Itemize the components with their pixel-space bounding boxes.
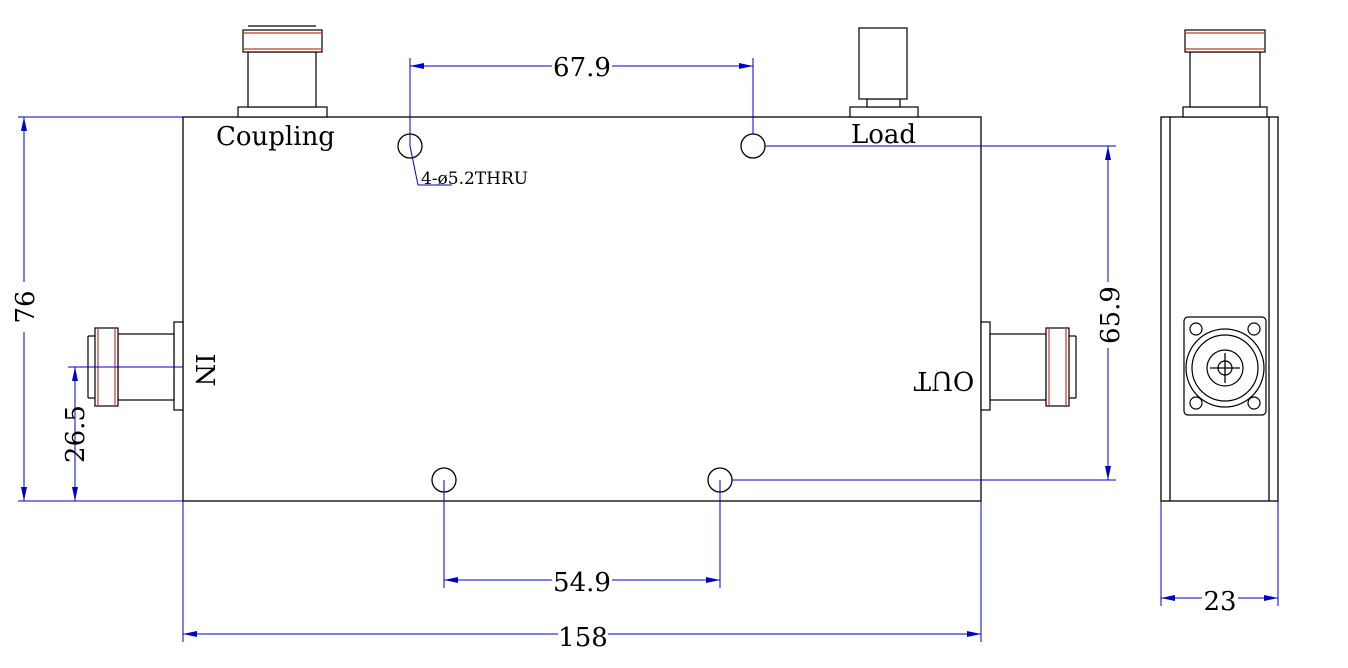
port-label-load: Load: [851, 120, 916, 150]
dim-top-hole-spacing: 67.9: [409, 53, 754, 146]
dim-bottom-hole-spacing: 54.9: [443, 480, 721, 598]
side-view: [1160, 29, 1279, 502]
dim-side-width: 23: [1160, 501, 1279, 617]
dim-overall-length: 158: [182, 501, 982, 653]
dim-label-23: 23: [1203, 587, 1236, 617]
coupling-connector: [237, 25, 328, 118]
port-label-coupling: Coupling: [216, 122, 335, 152]
dim-label-26-5: 26.5: [61, 405, 91, 463]
output-connector: [980, 321, 1077, 411]
hole-note: 4-ø5.2THRU: [421, 169, 528, 189]
port-label-in: IN: [189, 353, 219, 386]
dim-label-67-9: 67.9: [553, 53, 611, 83]
port-label-out: OUT: [913, 365, 974, 395]
dim-label-158: 158: [558, 623, 608, 653]
dim-label-76: 76: [11, 290, 41, 323]
input-connector: [87, 321, 184, 411]
dim-label-65-9: 65.9: [1096, 286, 1126, 344]
coupler-body: [182, 116, 982, 502]
dim-input-offset: 26.5: [61, 366, 183, 501]
dim-hole-vertical-spacing: 65.9: [732, 145, 1126, 481]
hole-top-right: [740, 133, 766, 159]
load-termination: [849, 27, 919, 118]
dim-overall-height: 76: [11, 116, 183, 502]
dim-label-54-9: 54.9: [553, 568, 611, 598]
hole-callout: 4-ø5.2THRU: [409, 145, 528, 189]
